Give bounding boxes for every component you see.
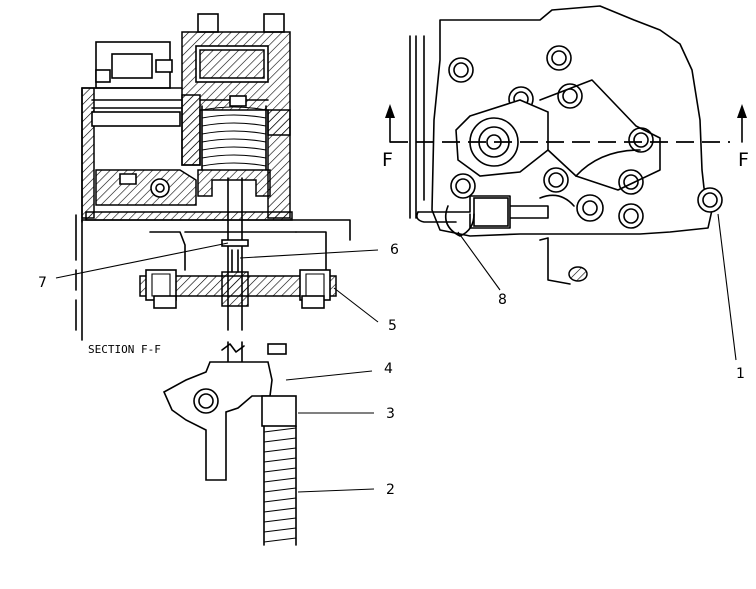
guide-plate bbox=[91, 111, 181, 127]
callout-1: 1 bbox=[736, 366, 745, 382]
lever-pivot bbox=[193, 388, 219, 414]
spring-chamber-wall-right bbox=[267, 109, 291, 219]
spring-cap bbox=[261, 395, 297, 427]
adjuster-window bbox=[111, 53, 153, 79]
cap-insert bbox=[199, 49, 265, 79]
plate-bolt-right bbox=[299, 269, 331, 301]
callout-4: 4 bbox=[384, 361, 393, 377]
governor-exterior-view bbox=[409, 5, 723, 285]
callout-6: 6 bbox=[390, 242, 399, 258]
spring-retainer bbox=[197, 169, 271, 197]
governor-spring bbox=[199, 99, 269, 171]
callout-8: 8 bbox=[498, 292, 507, 308]
flyweight-pivot bbox=[150, 178, 170, 198]
adjuster-tab bbox=[95, 69, 111, 83]
governor-section-view bbox=[75, 13, 351, 341]
section-marker-right: F bbox=[738, 149, 749, 171]
adjuster-nut bbox=[155, 59, 173, 73]
top-bolt-left bbox=[197, 13, 219, 33]
linkage-cap bbox=[267, 343, 287, 355]
callout-3: 3 bbox=[386, 406, 395, 422]
callout-numbers: 1 2 3 4 5 6 7 8 bbox=[38, 242, 745, 498]
center-shaft bbox=[221, 177, 249, 331]
callout-leaders bbox=[55, 213, 737, 493]
callout-2: 2 bbox=[386, 482, 395, 498]
base-gasket bbox=[85, 211, 293, 221]
spring-chamber-wall-left bbox=[181, 94, 201, 166]
callout-7: 7 bbox=[38, 275, 47, 291]
housing-bolts bbox=[448, 45, 723, 229]
section-marker-left: F bbox=[382, 149, 393, 171]
plate-bolt-left bbox=[145, 269, 177, 301]
top-bolt-right bbox=[263, 13, 285, 33]
section-label: SECTION F-F bbox=[88, 343, 161, 356]
section-cut-line: F F bbox=[382, 104, 749, 171]
callout-5: 5 bbox=[388, 318, 397, 334]
linkage-detail bbox=[162, 341, 297, 546]
flyweight-carrier bbox=[95, 169, 197, 206]
lever-arm bbox=[162, 361, 273, 481]
linkage-nut bbox=[473, 197, 509, 227]
spring-seat-tab bbox=[229, 95, 247, 107]
drain-plug bbox=[568, 266, 588, 282]
lower-spring bbox=[263, 425, 297, 546]
